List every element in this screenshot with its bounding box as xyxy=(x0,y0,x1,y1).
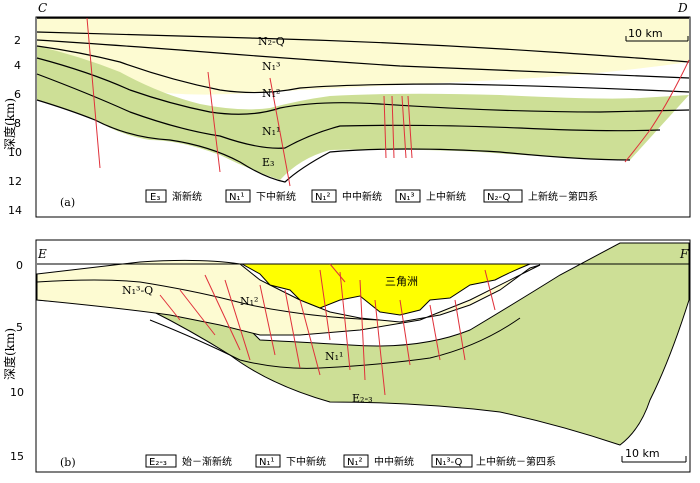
legend-a-text-0: 渐新统 xyxy=(172,190,202,203)
ylabel-a: 深度(km) xyxy=(2,98,17,150)
ytick-a-6: 14 xyxy=(8,204,22,217)
delta-body xyxy=(240,263,531,316)
panel-label-b: (b) xyxy=(60,456,76,469)
ytick-a-2: 6 xyxy=(14,88,21,101)
faults-b xyxy=(159,263,496,396)
scale-label-b: 10 km xyxy=(625,447,660,460)
legend-b-code-2: N₁² xyxy=(347,457,363,468)
legend-a-code-1: N₁¹ xyxy=(229,192,245,203)
ytick-a-1: 4 xyxy=(14,59,21,72)
scale-bar-b: 10 km xyxy=(621,447,687,463)
y-ticks-b: 0 5 10 15 xyxy=(10,259,24,463)
legend-a-code-4: N₂-Q xyxy=(487,192,510,203)
legend-b: E₂-₃ 始－渐新统 N₁¹ 下中新统 N₁² 中中新统 N₁³-Q 上中新统－… xyxy=(145,454,556,468)
legend-b-text-3: 上中新统－第四系 xyxy=(476,455,556,468)
unit-label-n11: N₁¹ xyxy=(262,125,280,138)
unit-label-e23: E₂-₃ xyxy=(352,392,373,405)
section-b: N₁³-Q N₁² 三角洲 N₁¹ E₂-₃ E F 10 km 0 5 10 … xyxy=(2,239,691,473)
corner-c: C xyxy=(38,1,47,15)
faults-a xyxy=(86,17,690,187)
ytick-a-4: 10 xyxy=(8,146,22,159)
legend-b-text-0: 始－渐新统 xyxy=(182,455,232,468)
legend-a-text-3: 上中新统 xyxy=(426,190,466,203)
corner-e: E xyxy=(37,247,47,261)
legend-a-text-1: 下中新统 xyxy=(256,190,296,203)
ytick-b-0: 0 xyxy=(16,259,23,272)
unit-label-n13: N₁³ xyxy=(262,60,280,73)
ytick-b-2: 10 xyxy=(10,386,24,399)
scale-label-a: 10 km xyxy=(628,27,663,40)
panel-label-a: (a) xyxy=(60,196,75,209)
ytick-a-5: 12 xyxy=(8,175,22,188)
unit-label-delta: 三角洲 xyxy=(385,275,418,288)
unit-label-n13q: N₁³-Q xyxy=(122,284,153,297)
ylabel-b: 深度(km) xyxy=(2,328,17,380)
legend-a-text-4: 上新统－第四系 xyxy=(528,190,598,203)
legend-a-text-2: 中中新统 xyxy=(342,190,382,203)
scale-bar-a: 10 km xyxy=(625,27,689,42)
legend-a: E₃ 渐新统 N₁¹ 下中新统 N₁² 中中新统 N₁³ 上中新统 N₂-Q 上… xyxy=(145,189,598,203)
legend-b-text-1: 下中新统 xyxy=(286,455,326,468)
legend-a-code-0: E₃ xyxy=(150,192,160,203)
ytick-b-1: 5 xyxy=(16,321,23,334)
legend-b-code-3: N₁³-Q xyxy=(435,457,462,468)
legend-a-code-2: N₁² xyxy=(315,192,331,203)
legend-b-text-2: 中中新统 xyxy=(374,455,414,468)
ytick-b-3: 15 xyxy=(10,450,24,463)
y-ticks-a: 2 4 6 8 10 12 14 xyxy=(8,34,22,217)
unit-label-n11-b: N₁¹ xyxy=(325,350,343,363)
legend-b-code-1: N₁¹ xyxy=(259,457,275,468)
unit-label-n2q: N₂-Q xyxy=(258,35,285,48)
legend-a-code-3: N₁³ xyxy=(399,192,415,203)
ytick-a-3: 8 xyxy=(14,117,21,130)
unit-label-n12: N₁² xyxy=(262,87,280,100)
corner-d: D xyxy=(677,1,688,15)
section-a: N₂-Q N₁³ N₁² N₁¹ E₃ C D 10 km 2 4 6 8 10… xyxy=(2,1,691,218)
unit-label-n12-b: N₁² xyxy=(240,295,258,308)
ytick-a-0: 2 xyxy=(14,34,21,47)
corner-f: F xyxy=(679,247,689,261)
unit-label-e3: E₃ xyxy=(262,156,274,169)
legend-b-code-0: E₂-₃ xyxy=(149,457,167,468)
